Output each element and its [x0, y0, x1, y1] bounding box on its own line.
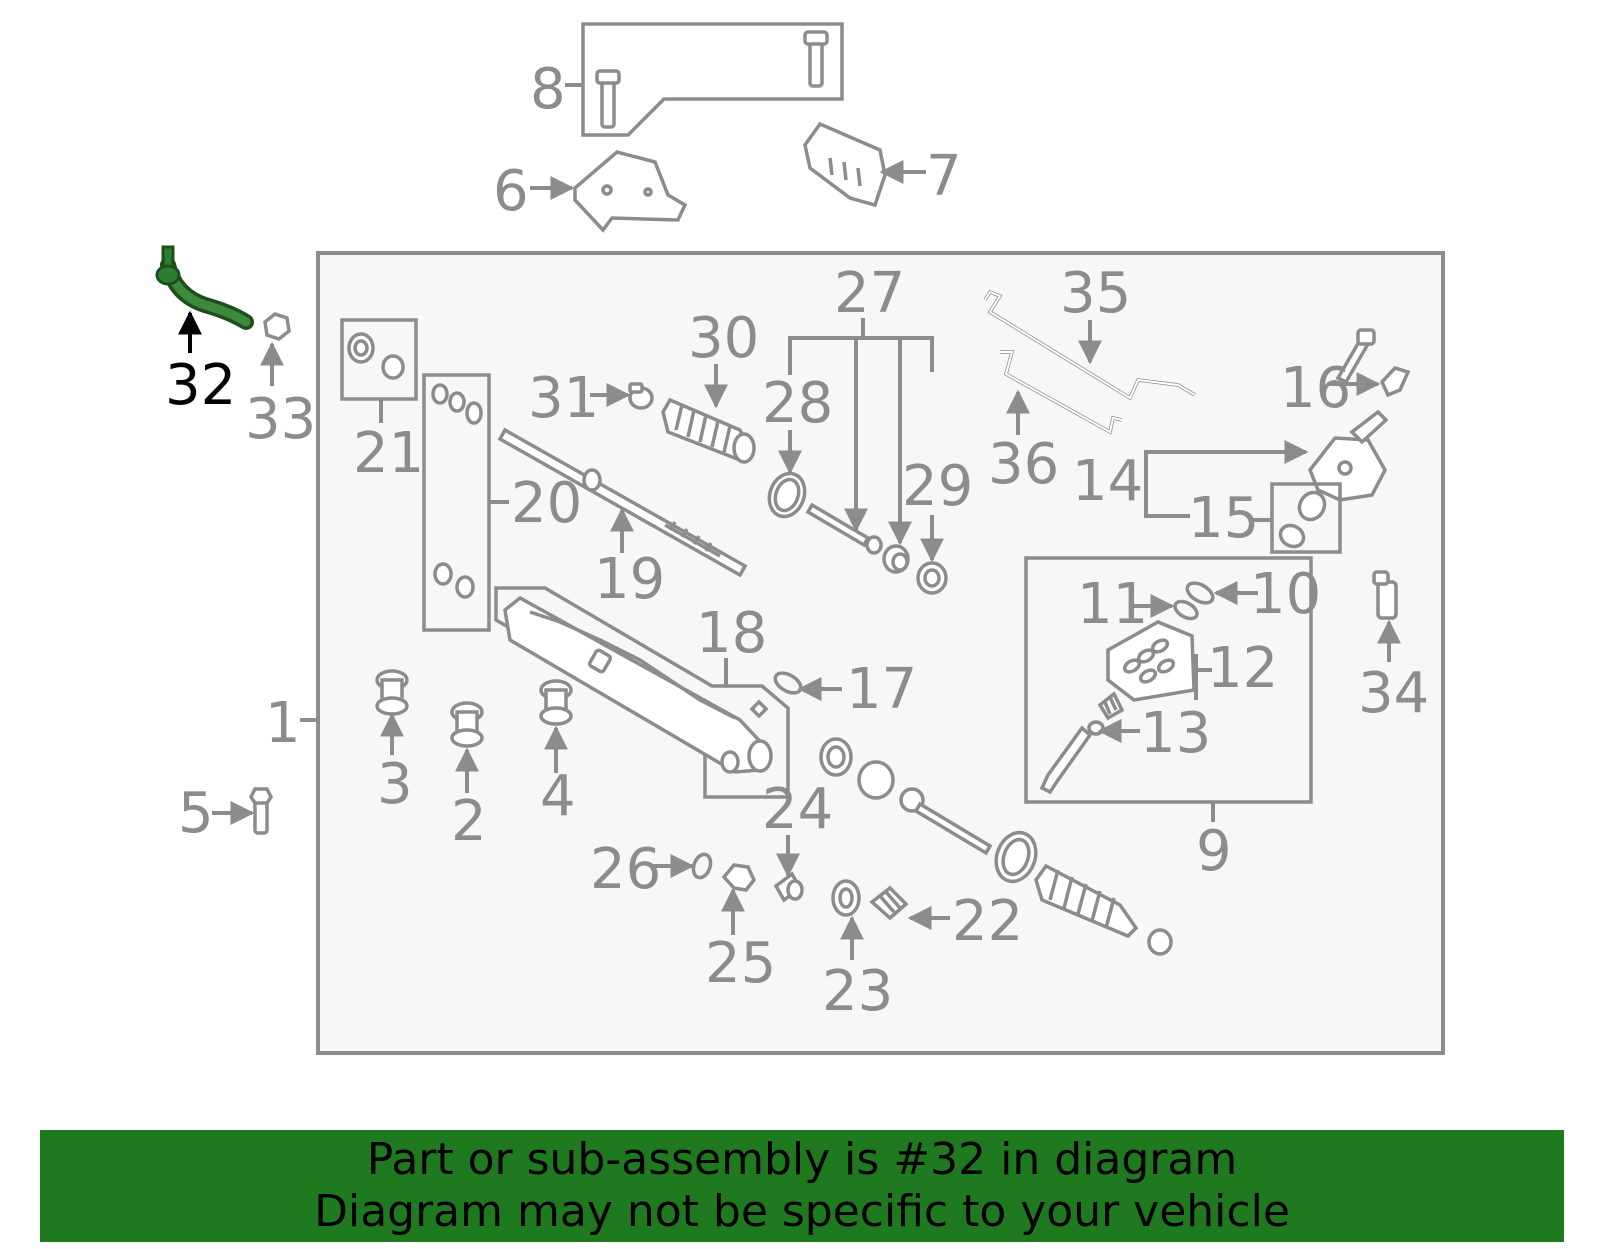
callout-15: 15 [1188, 486, 1259, 551]
part-30-boot[interactable] [661, 397, 756, 465]
part-31-clamp[interactable] [628, 382, 654, 410]
callout-4: 4 [540, 764, 576, 829]
callout-33: 33 [245, 387, 316, 452]
callout-labels: 1 2 3 4 5 6 7 8 9 10 11 12 13 14 15 16 1… [165, 57, 1429, 1024]
part-10-oring[interactable] [1184, 579, 1216, 607]
callout-27: 27 [834, 261, 905, 326]
part-3-bushing[interactable] [375, 669, 409, 716]
callout-26: 26 [590, 837, 661, 902]
callout-34: 34 [1358, 661, 1429, 726]
part-11-oring[interactable] [1172, 598, 1200, 622]
callout-8: 8 [530, 57, 566, 122]
part-35-pipe[interactable] [983, 289, 1196, 401]
callout-19: 19 [594, 547, 665, 612]
part-20-kit[interactable] [422, 373, 491, 632]
callout-35: 35 [1060, 261, 1131, 326]
callout-11: 11 [1077, 572, 1148, 637]
callout-2: 2 [451, 789, 487, 854]
callout-12: 12 [1207, 636, 1278, 701]
callout-3: 3 [377, 752, 413, 817]
info-banner: Part or sub-assembly is #32 in diagram D… [40, 1130, 1564, 1242]
part-8-bracket[interactable] [581, 22, 844, 137]
part-19-rack[interactable] [497, 427, 748, 578]
part-33-nut[interactable] [263, 312, 291, 341]
part-18-gear-housing[interactable] [494, 586, 790, 799]
part-2-bushing[interactable] [450, 701, 484, 748]
callout-24: 24 [762, 777, 833, 842]
callout-36: 36 [988, 432, 1059, 497]
part-21-kit[interactable] [340, 318, 418, 401]
callout-16: 16 [1280, 356, 1351, 421]
callout-17: 17 [846, 657, 917, 722]
main-assembly-frame [316, 251, 1445, 1055]
callout-9: 9 [1196, 819, 1232, 884]
banner-line-1: Part or sub-assembly is #32 in diagram [366, 1134, 1238, 1185]
banner-line-2: Diagram may not be specific to your vehi… [314, 1186, 1290, 1237]
part-16-bolt-clip[interactable] [1335, 328, 1411, 398]
part-23-washer[interactable] [831, 879, 861, 917]
callout-25: 25 [705, 931, 776, 996]
part-4-bushing[interactable] [539, 679, 573, 726]
callout-18: 18 [696, 601, 767, 666]
callout-20: 20 [511, 471, 582, 536]
callout-30: 30 [688, 306, 759, 371]
part-5-bolt[interactable] [248, 787, 274, 835]
part-22-spring[interactable] [869, 885, 909, 921]
part-32-tie-rod-end[interactable] [155, 245, 254, 330]
callout-22: 22 [952, 889, 1023, 954]
part-26-oring[interactable] [690, 852, 713, 880]
callout-7: 7 [926, 144, 962, 209]
callout-6: 6 [493, 159, 529, 224]
part-34-valve[interactable] [1372, 570, 1398, 620]
part-36-pipe[interactable] [1000, 350, 1123, 435]
part-27-rod[interactable] [805, 502, 910, 574]
part-9-valve-box[interactable] [1024, 556, 1313, 804]
callout-13: 13 [1140, 701, 1211, 766]
callout-14: 14 [1072, 449, 1143, 514]
callout-23: 23 [822, 959, 893, 1024]
part-6-bracket[interactable] [573, 150, 688, 233]
callout-31: 31 [528, 366, 599, 431]
callout-1: 1 [265, 691, 301, 756]
part-inner-tie-rod[interactable] [819, 737, 1173, 956]
part-7-shield[interactable] [803, 121, 887, 208]
callout-10: 10 [1250, 562, 1321, 627]
callout-21: 21 [353, 421, 424, 486]
part-29-seal[interactable] [916, 561, 948, 595]
callout-29: 29 [902, 454, 973, 519]
callout-5: 5 [178, 781, 214, 846]
part-24-sleeve[interactable] [773, 871, 804, 903]
callout-32: 32 [165, 353, 236, 418]
callout-28: 28 [762, 371, 833, 436]
